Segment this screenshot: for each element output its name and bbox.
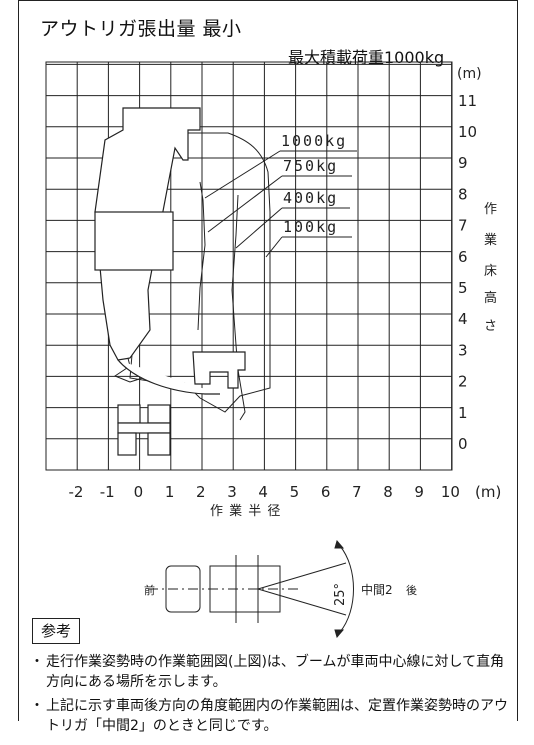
load-label-1000kg: 1000kg [281, 132, 347, 150]
y-tick-label: 6 [458, 248, 468, 266]
reference-note: 走行作業姿勢時の作業範囲図(上図)は、ブームが車両中心線に対して直角方向にある場… [30, 652, 512, 692]
x-tick-label: 7 [352, 483, 362, 501]
boom-cradle [192, 351, 246, 389]
y-axis-title-char: 業 [484, 232, 497, 248]
top-view-angle-line-lower [257, 588, 347, 616]
y-tick-labels: 0 1 2 3 4 5 6 7 8 9 10 11 [458, 92, 477, 453]
load-label-400kg: 400kg [283, 189, 338, 207]
x-tick-labels: -2 -1 0 1 2 3 4 5 6 7 8 9 10 [69, 483, 460, 501]
x-tick-label: 1 [165, 483, 175, 501]
y-axis-title-char: 高 [484, 290, 497, 306]
x-tick-label: 3 [227, 483, 237, 501]
page-frame [18, 0, 518, 721]
angle-label: 25° [333, 583, 348, 606]
y-tick-label: 7 [458, 217, 468, 235]
front-label: 前 [144, 583, 155, 597]
boom-silhouette [94, 107, 246, 395]
x-axis-title: 作 業 半 径 [210, 503, 281, 519]
y-tick-label: 0 [458, 435, 468, 453]
x-tick-label: 4 [258, 483, 268, 501]
y-tick-label: 11 [458, 92, 477, 110]
load-label-100kg: 100kg [283, 218, 338, 236]
top-view-angle-arrow-top [334, 539, 345, 549]
vehicle-wheel-front [117, 432, 137, 456]
vehicle-chassis [117, 422, 171, 434]
envelope-400kg [231, 194, 246, 421]
middle-label: 中間2 [361, 582, 393, 597]
reference-heading: 参考 [32, 618, 80, 644]
y-tick-label: 4 [458, 310, 468, 328]
envelope-750kg [197, 181, 206, 331]
x-tick-label: 5 [290, 483, 300, 501]
vehicle-deck [147, 404, 171, 424]
x-tick-label: -1 [100, 483, 115, 501]
leader-line-100kg-slant [265, 236, 283, 258]
leader-line-1000kg-slant [204, 150, 281, 199]
vehicle-cab [117, 404, 141, 424]
top-view-angle-arrow-bottom [334, 629, 345, 639]
y-tick-label: 3 [458, 341, 468, 359]
x-tick-label: 10 [441, 483, 460, 501]
x-tick-label: -2 [69, 483, 84, 501]
x-tick-label: 8 [383, 483, 393, 501]
platform-upper [94, 211, 174, 271]
y-axis-title-char: 床 [484, 264, 497, 279]
rear-label: 後 [406, 583, 417, 597]
leader-line-750kg-slant [207, 175, 283, 233]
reference-notes: 走行作業姿勢時の作業範囲図(上図)は、ブームが車両中心線に対して直角方向にある場… [30, 652, 512, 740]
vehicle-base [117, 404, 171, 456]
vehicle-top-view [148, 539, 354, 639]
x-tick-label: 9 [414, 483, 424, 501]
y-axis-title: 作 業 床 高 さ [484, 202, 497, 334]
x-tick-label: 0 [134, 483, 144, 501]
boom-lower-arm [117, 359, 220, 395]
vehicle-wheel-rear [147, 432, 171, 456]
load-labels: 1000kg 750kg 400kg 100kg [204, 132, 357, 258]
y-unit-label: (m) [457, 66, 482, 82]
reference-note: 上記に示す車両後方向の角度範囲内の作業範囲は、定置作業姿勢時のアウトリガ「中間2… [30, 696, 512, 736]
y-axis-title-char: 作 [484, 202, 497, 217]
x-tick-label: 2 [196, 483, 206, 501]
y-tick-label: 1 [458, 404, 468, 422]
top-view-angle-line-upper [257, 562, 347, 590]
y-tick-label: 10 [458, 123, 477, 141]
top-view-angle-arc [339, 545, 354, 633]
y-tick-label: 9 [458, 154, 468, 172]
y-axis-title-char: さ [484, 319, 497, 334]
x-tick-label: 6 [321, 483, 331, 501]
y-tick-label: 8 [458, 185, 468, 203]
page-title: アウトリガ張出量 最小 [40, 18, 242, 40]
x-unit-label: (m) [475, 483, 501, 501]
y-tick-label: 5 [458, 279, 468, 297]
y-tick-label: 2 [458, 373, 468, 391]
leader-line-400kg-slant [235, 207, 283, 249]
load-label-750kg: 750kg [283, 157, 338, 175]
